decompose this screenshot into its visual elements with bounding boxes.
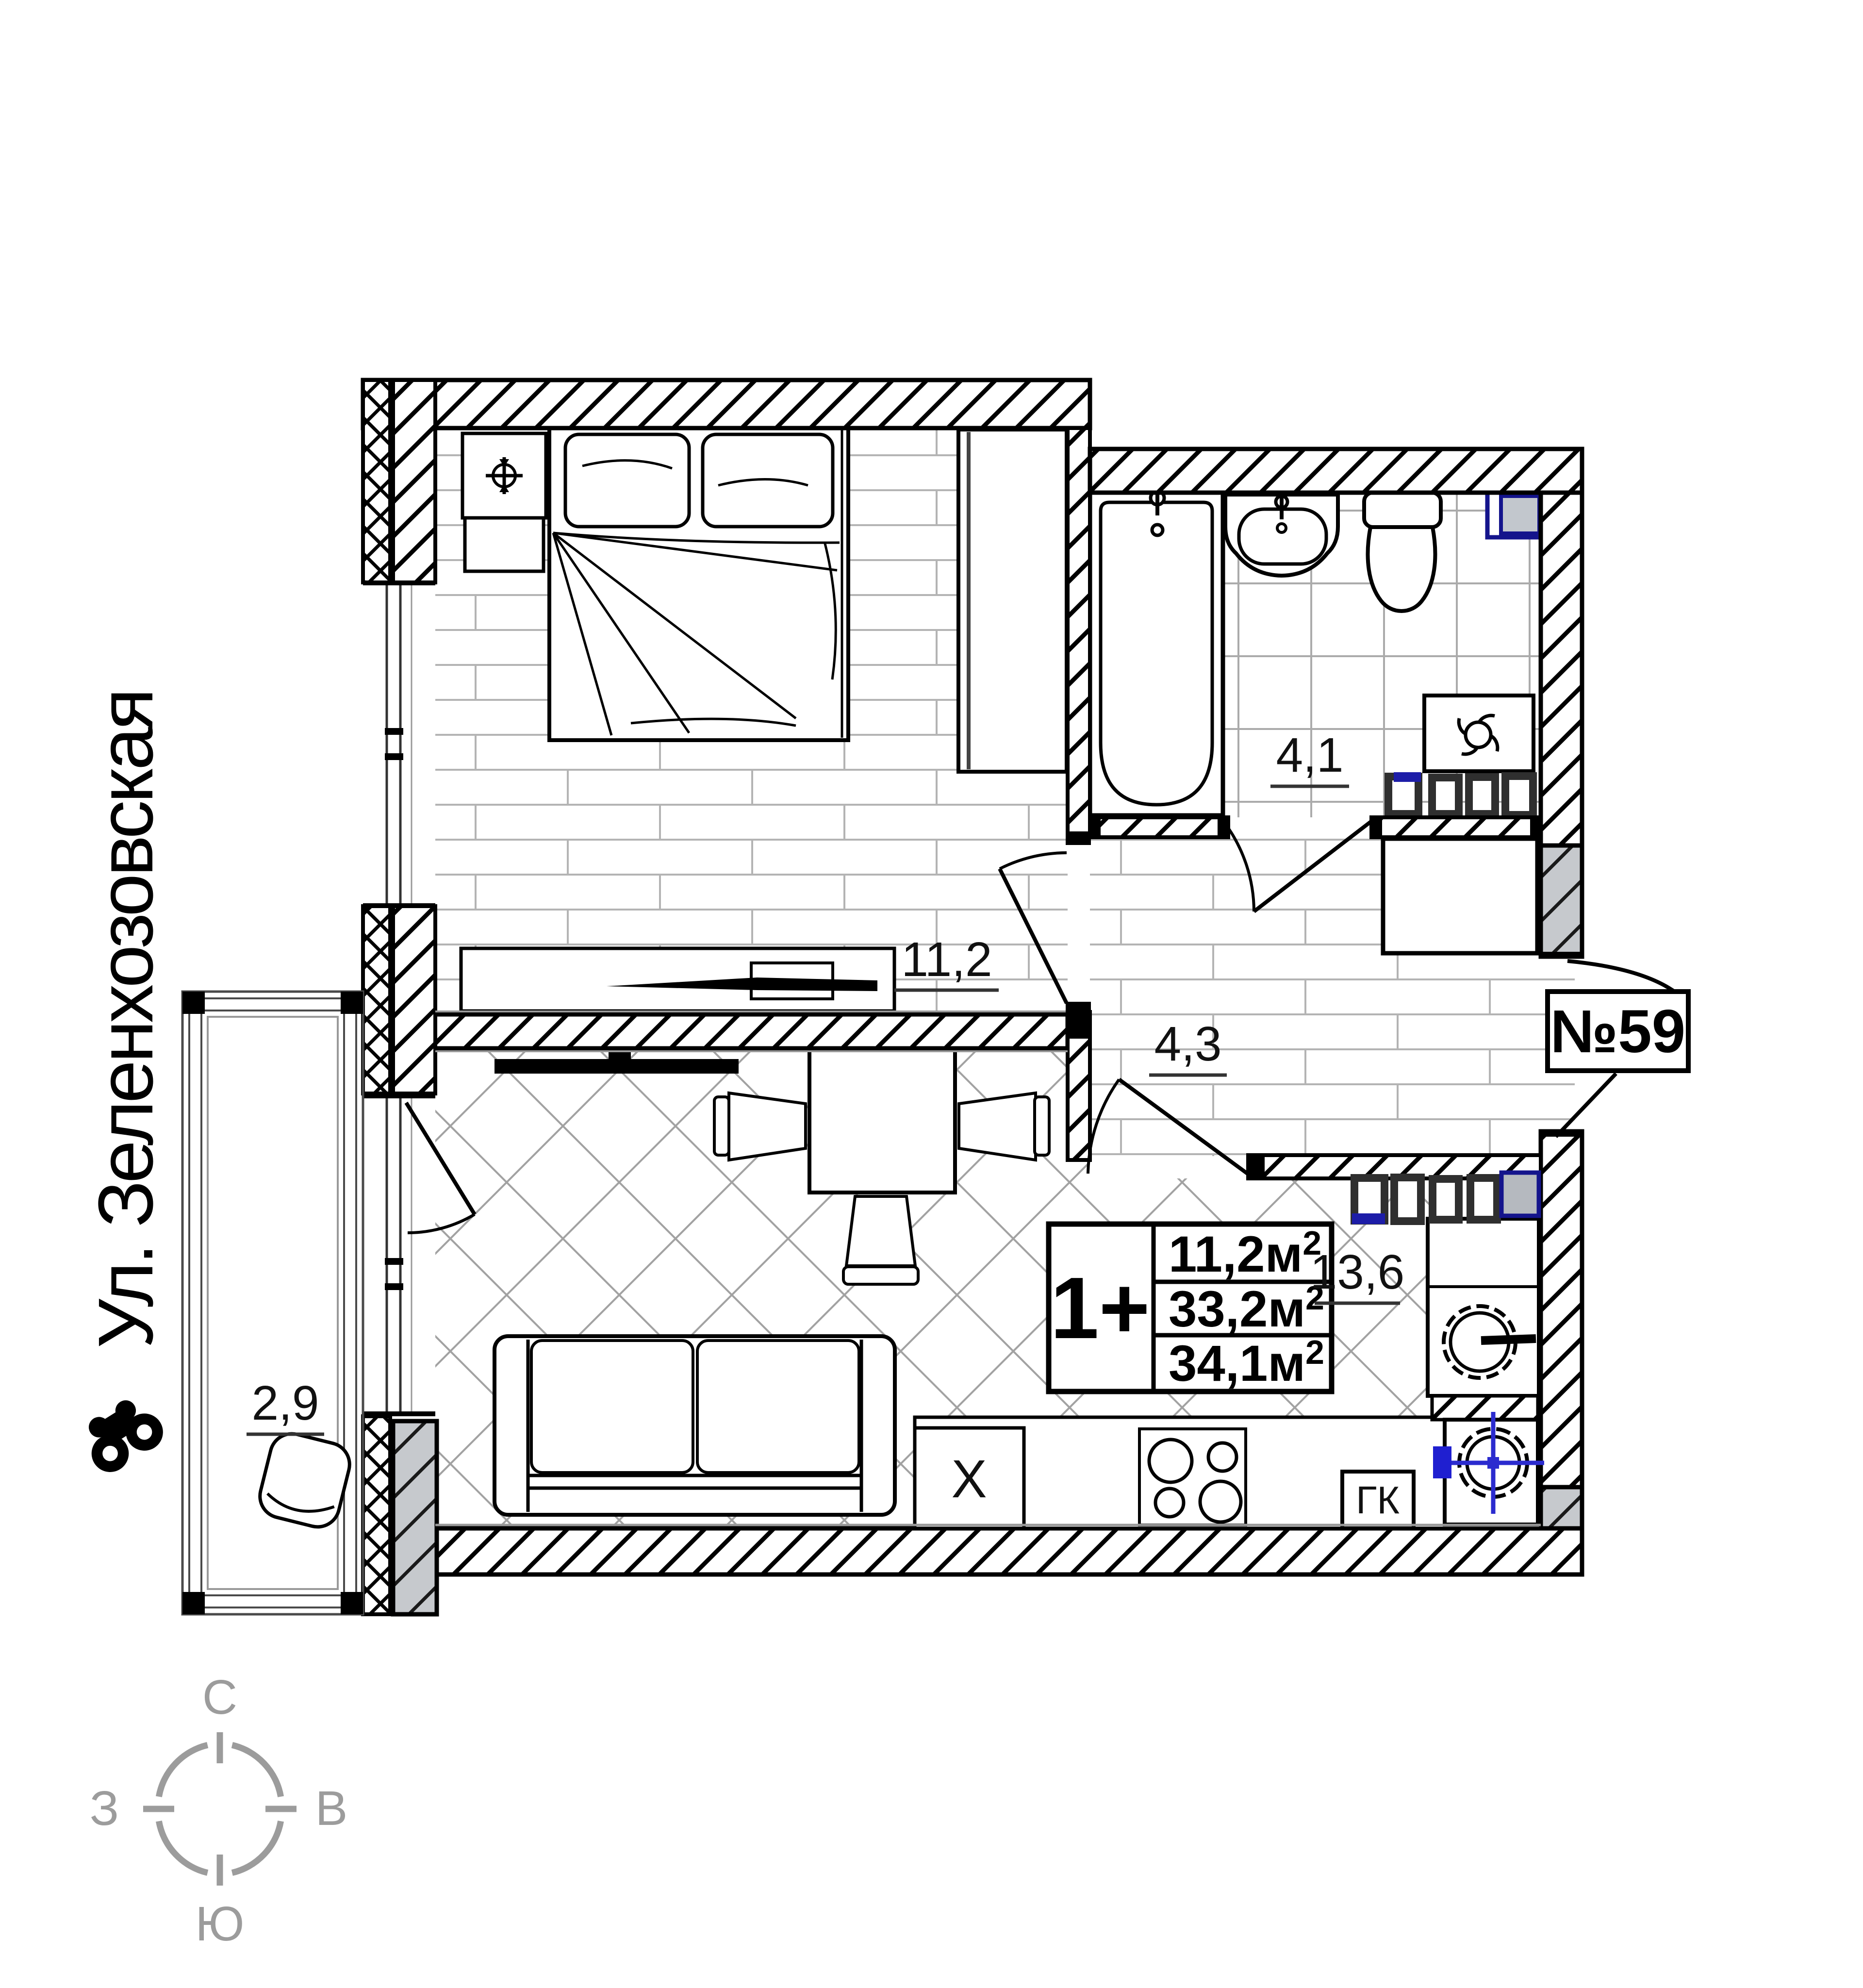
svg-text:11,2: 11,2 bbox=[901, 932, 992, 987]
svg-text:13,6: 13,6 bbox=[1310, 1245, 1405, 1299]
svg-text:Ю: Ю bbox=[195, 1897, 244, 1951]
svg-text:X: X bbox=[951, 1449, 987, 1509]
svg-text:№59: №59 bbox=[1550, 998, 1685, 1065]
svg-text:4,3: 4,3 bbox=[1154, 1017, 1221, 1071]
svg-text:В: В bbox=[315, 1781, 348, 1836]
svg-text:З: З bbox=[90, 1781, 119, 1836]
svg-text:34,1м2: 34,1м2 bbox=[1169, 1333, 1324, 1392]
svg-text:Ул. Зеленхозовская: Ул. Зеленхозовская bbox=[82, 691, 169, 1349]
svg-text:ГК: ГК bbox=[1356, 1478, 1400, 1522]
svg-text:4,1: 4,1 bbox=[1276, 728, 1343, 782]
svg-text:33,2м2: 33,2м2 bbox=[1169, 1279, 1324, 1338]
svg-text:2,9: 2,9 bbox=[251, 1376, 319, 1430]
svg-text:С: С bbox=[202, 1670, 237, 1724]
svg-text:11,2м2: 11,2м2 bbox=[1169, 1224, 1321, 1283]
svg-text:1+: 1+ bbox=[1050, 1259, 1150, 1357]
